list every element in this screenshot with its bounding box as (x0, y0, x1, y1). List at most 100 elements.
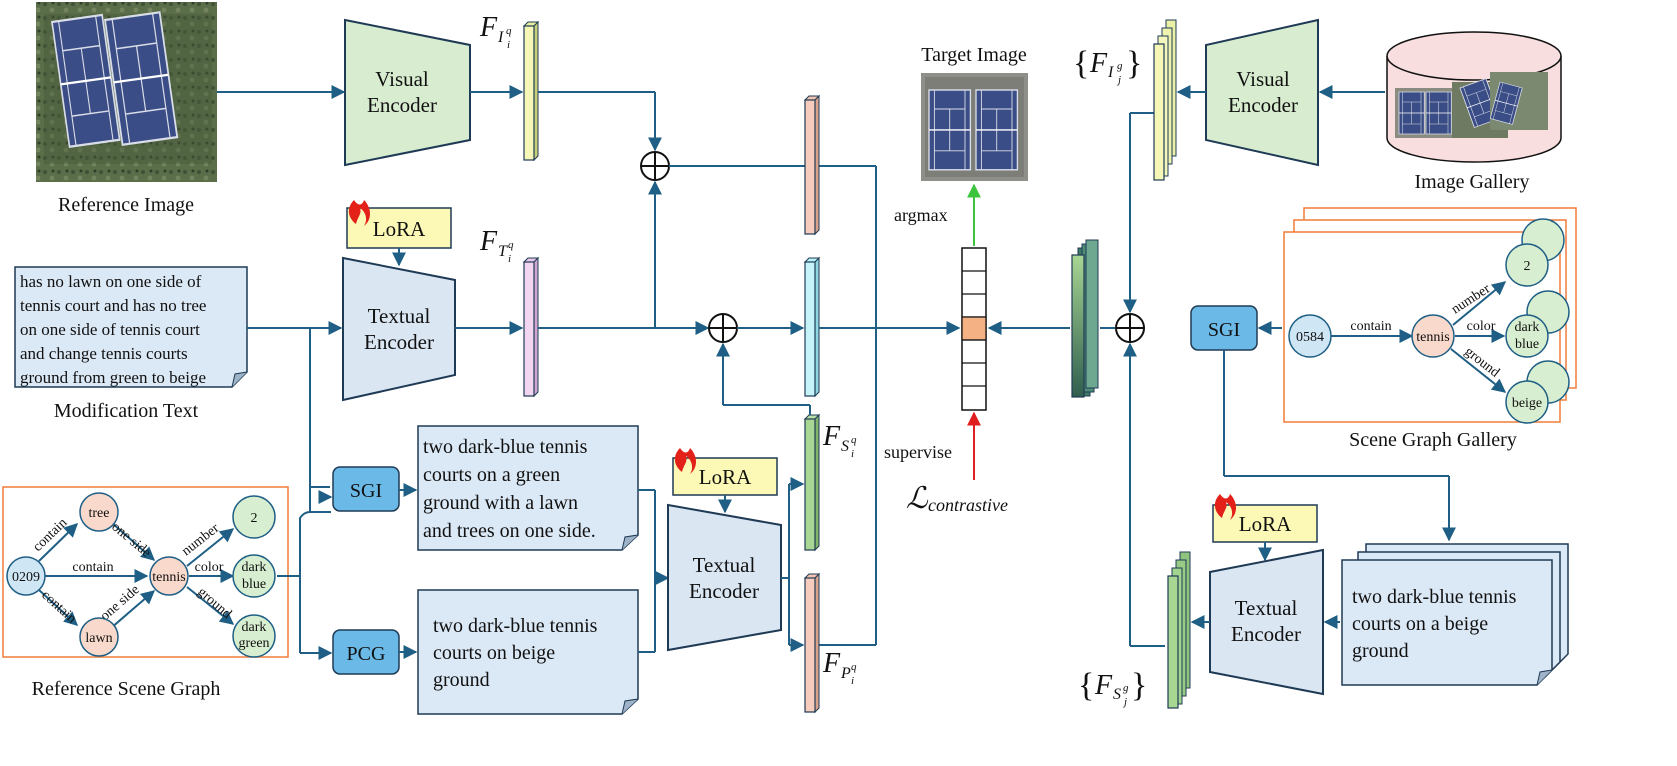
svg-text:courts on a beige: courts on a beige (1352, 613, 1488, 635)
feature-bar-gallery-images (1153, 19, 1177, 181)
svg-text:ℒ: ℒ (906, 482, 929, 515)
svg-text:two dark-blue tennis: two dark-blue tennis (1352, 586, 1517, 608)
sgi-block-gallery-label: SGI (1208, 319, 1240, 341)
textual-encoder-query-label-2: Encoder (364, 330, 434, 354)
textual-encoder-caption (667, 503, 782, 652)
fire-icon (674, 448, 696, 474)
feature-bar-image-query (522, 20, 540, 162)
gallery-caption-text: two dark-blue tennis courts on a beige g… (1352, 586, 1517, 662)
svg-text:two dark-blue tennis: two dark-blue tennis (433, 615, 598, 637)
svg-text:q: q (851, 434, 857, 446)
svg-text:contain: contain (1350, 319, 1391, 334)
textual-encoder-query-label-1: Textual (368, 304, 431, 328)
svg-text:I: I (1107, 64, 1114, 81)
label-F-S-g: { F S g j } (1078, 667, 1147, 708)
fire-icon (348, 200, 370, 226)
svg-text:i: i (851, 448, 854, 460)
svg-text:dark: dark (242, 620, 267, 635)
supervise-label: supervise (884, 442, 952, 462)
svg-text:courts on beige: courts on beige (433, 642, 555, 664)
svg-text:on one side of tennis court: on one side of tennis court (20, 320, 200, 339)
lora-gallery-encoder (1212, 504, 1318, 543)
svg-text:i: i (508, 253, 511, 265)
lora-query-text-label: LoRA (373, 217, 426, 241)
svg-text:contrastive: contrastive (928, 495, 1008, 515)
feature-bar-fused-image-text (803, 94, 821, 236)
scene-graph-gallery-label: Scene Graph Gallery (1349, 429, 1517, 451)
label-F-P-q: F P q i (822, 648, 857, 687)
svg-text:q: q (506, 25, 512, 37)
image-gallery-label: Image Gallery (1415, 171, 1530, 193)
svg-text:F: F (1094, 670, 1113, 701)
feature-bar-scene-graph-query (803, 413, 821, 552)
svg-text:j: j (1122, 696, 1127, 708)
svg-text:2: 2 (251, 511, 258, 526)
label-F-I-q: F I q i (479, 12, 512, 51)
target-image (921, 73, 1028, 181)
svg-text:tennis: tennis (1416, 330, 1449, 345)
svg-text:tree: tree (89, 506, 110, 521)
feature-bar-text-query (522, 256, 540, 398)
feature-bar-fused-text-graph (803, 256, 821, 398)
svg-text:g: g (1123, 682, 1129, 694)
svg-text:dark: dark (1515, 320, 1540, 335)
gallery-caption-stack (1341, 543, 1569, 686)
visual-encoder-query (344, 18, 471, 167)
svg-text:i: i (851, 675, 854, 687)
svg-text:F: F (479, 226, 498, 257)
svg-text:tennis court and has no tree: tennis court and has no tree (20, 296, 206, 315)
reference-image-label: Reference Image (58, 194, 194, 216)
svg-text:two dark-blue tennis: two dark-blue tennis (423, 436, 588, 458)
svg-text:ground: ground (1352, 640, 1409, 662)
svg-text:F: F (822, 648, 841, 679)
svg-text:dark: dark (242, 560, 267, 575)
svg-text:T: T (498, 243, 508, 260)
textual-encoder-caption-label-1: Textual (693, 553, 756, 577)
reference-scene-graph-label: Reference Scene Graph (32, 678, 221, 700)
svg-text:ground with a lawn: ground with a lawn (423, 492, 578, 514)
sgi-block-query-label: SGI (350, 480, 382, 502)
fusion-plus-gallery (1115, 313, 1145, 343)
visual-encoder-query-label-2: Encoder (367, 93, 437, 117)
fire-icon (1214, 494, 1236, 520)
textual-encoder-gallery (1209, 548, 1324, 696)
svg-text:courts on a green: courts on a green (423, 464, 560, 486)
label-F-I-g: { F I g j } (1073, 45, 1142, 86)
svg-text:F: F (822, 421, 841, 452)
svg-text:beige: beige (1512, 396, 1542, 411)
svg-text:color: color (1467, 319, 1496, 334)
visual-encoder-gallery (1205, 18, 1319, 167)
svg-text:q: q (851, 661, 857, 673)
svg-text:and change tennis courts: and change tennis courts (20, 344, 188, 363)
feature-bar-gallery-scene-graphs (1167, 551, 1191, 709)
svg-text:0584: 0584 (1296, 330, 1324, 345)
textual-encoder-caption-label-2: Encoder (689, 579, 759, 603)
pcg-caption-text: two dark-blue tennis courts on beige gro… (433, 615, 598, 691)
argmax-label: argmax (894, 205, 948, 225)
fusion-plus-middle (708, 313, 738, 343)
contrastive-loss-label: ℒ contrastive (906, 482, 1008, 515)
target-image-label: Target Image (921, 44, 1027, 66)
lora-query-text (346, 207, 452, 249)
svg-text:S: S (841, 438, 849, 455)
svg-text:ground from green to beige: ground from green to beige (20, 368, 206, 387)
fusion-plus-upper (640, 151, 670, 181)
svg-text:F: F (1089, 48, 1108, 79)
svg-text:tennis: tennis (152, 570, 185, 585)
feature-bar-caption-query (803, 572, 821, 714)
svg-text:2: 2 (1524, 259, 1531, 274)
similarity-vector (961, 247, 987, 411)
svg-text:}: } (1126, 45, 1142, 82)
visual-encoder-gallery-label-2: Encoder (1228, 93, 1298, 117)
svg-text:}: } (1131, 667, 1147, 704)
lora-gallery-encoder-label: LoRA (1239, 512, 1292, 536)
svg-text:i: i (507, 39, 510, 51)
svg-text:q: q (508, 239, 514, 251)
svg-text:and trees on one side.: and trees on one side. (423, 520, 596, 542)
svg-text:S: S (1113, 686, 1121, 703)
label-F-T-q: F T q i (479, 226, 514, 265)
pcg-block-label: PCG (347, 643, 386, 665)
label-F-S-q: F S q i (822, 421, 857, 460)
feature-bar-gallery-fused (1071, 239, 1099, 398)
lora-caption-encoder-label: LoRA (699, 465, 752, 489)
